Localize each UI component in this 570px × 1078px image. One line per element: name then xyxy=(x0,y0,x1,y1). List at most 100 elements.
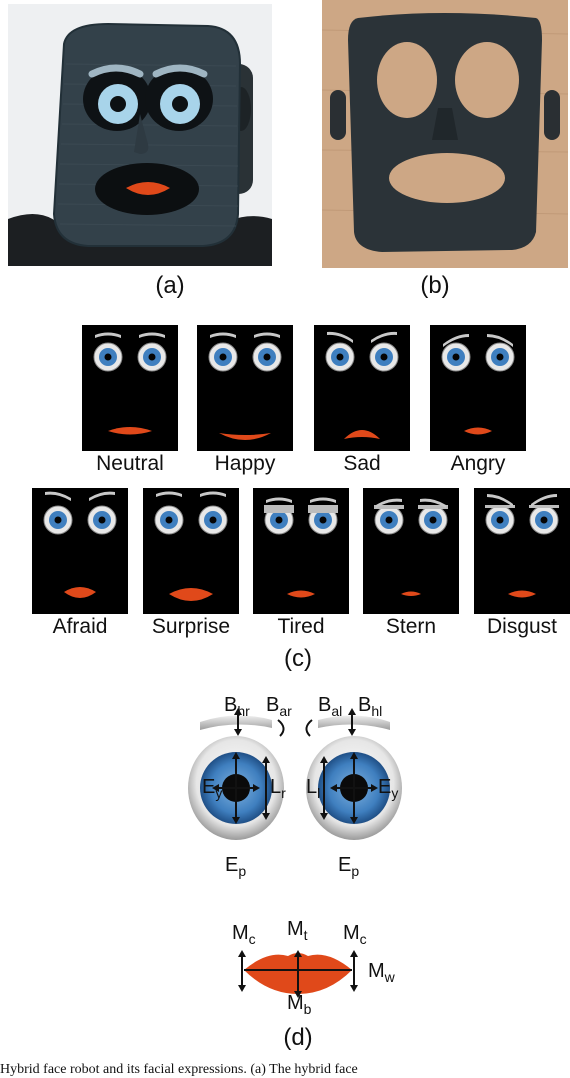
eyebrow xyxy=(95,332,121,338)
lips xyxy=(219,433,271,440)
label-m-w: Mw xyxy=(368,960,395,985)
label-m-b: Mb xyxy=(287,992,312,1017)
pupil xyxy=(336,353,344,361)
label-e-y-left: Ey xyxy=(202,776,223,801)
pupil xyxy=(275,516,283,524)
pupil xyxy=(385,516,393,524)
eyelid xyxy=(374,505,404,509)
stern-face-render xyxy=(374,498,448,596)
label-b-hl: Bhl xyxy=(358,694,383,719)
pupil xyxy=(429,516,437,524)
pupil xyxy=(319,516,327,524)
right-eye xyxy=(264,497,294,535)
right-eye xyxy=(154,491,184,535)
expression-label-stern: Stern xyxy=(385,615,437,638)
eyelid xyxy=(308,505,338,513)
caption-b: (b) xyxy=(420,272,450,299)
pupil xyxy=(380,353,388,361)
pupil xyxy=(263,353,271,361)
pupil xyxy=(148,353,156,361)
lips xyxy=(108,427,152,435)
expression-label-tired: Tired xyxy=(277,615,325,638)
eyebrow xyxy=(254,332,280,338)
pupil xyxy=(540,516,548,524)
label-b-al: Bal xyxy=(318,694,343,719)
right-eye xyxy=(93,332,123,372)
eyelid xyxy=(485,505,515,508)
lips xyxy=(344,430,380,439)
left-eye xyxy=(418,498,448,535)
label-b-ar: Bar xyxy=(266,694,292,719)
eyebrow xyxy=(420,498,446,508)
expression-label-surprise: Surprise xyxy=(151,615,231,638)
angry-face-render xyxy=(441,334,515,435)
expression-panel-disgust xyxy=(474,488,570,614)
eyebrow xyxy=(200,491,226,497)
afraid-face-render xyxy=(43,491,117,598)
eyebrow xyxy=(210,332,236,338)
surprise-face-render xyxy=(154,491,228,601)
expression-panel-surprise xyxy=(143,488,239,614)
eyebrow xyxy=(266,497,292,503)
pupil xyxy=(104,353,112,361)
caption-a: (a) xyxy=(155,272,185,299)
caption-d: (d) xyxy=(283,1024,313,1051)
happy-face-render xyxy=(208,332,282,440)
pupil xyxy=(98,516,106,524)
eyelid xyxy=(264,505,294,513)
expression-label-sad: Sad xyxy=(343,452,381,475)
right-eye xyxy=(374,498,404,535)
right-brow-shape xyxy=(200,715,272,730)
expression-label-neutral: Neutral xyxy=(96,452,164,475)
mouth-parameter-diagram xyxy=(238,950,358,998)
eyebrow xyxy=(487,494,513,507)
label-e-p-left: Ep xyxy=(225,854,247,879)
pupil xyxy=(54,516,62,524)
neutral-face-render xyxy=(93,332,167,435)
eyebrow xyxy=(156,491,182,497)
left-eye xyxy=(308,497,338,535)
label-e-p-right: Ep xyxy=(338,854,360,879)
eyebrow xyxy=(487,334,513,347)
expression-panel-neutral xyxy=(82,325,178,451)
pupil xyxy=(496,516,504,524)
expression-label-angry: Angry xyxy=(450,452,506,475)
expression-panel-happy xyxy=(197,325,293,451)
expression-label-happy: Happy xyxy=(214,452,276,475)
eyelid xyxy=(529,505,559,508)
expression-panel-tired xyxy=(253,488,349,614)
disgust-face-render xyxy=(485,494,559,598)
left-eye xyxy=(252,332,282,372)
eyebrow xyxy=(531,494,557,507)
pupil xyxy=(219,353,227,361)
label-b-hr: Bhr xyxy=(224,694,250,719)
caption-c: (c) xyxy=(284,645,312,672)
pupil xyxy=(496,353,504,361)
left-eye xyxy=(137,332,167,372)
lips xyxy=(401,591,421,596)
expression-panel-stern xyxy=(363,488,459,614)
eyebrow xyxy=(371,331,397,343)
expression-panel-afraid xyxy=(32,488,128,614)
right-eye xyxy=(208,332,238,372)
photo-face-mask xyxy=(322,0,568,268)
figure-caption: Hybrid face robot and its facial express… xyxy=(0,1062,358,1077)
eye-parameter-diagram xyxy=(188,708,402,840)
right-eye xyxy=(441,334,471,372)
pupil xyxy=(209,516,217,524)
eyelid xyxy=(418,505,448,509)
left-eye xyxy=(198,491,228,535)
face-mask-illustration xyxy=(322,0,568,268)
pupil xyxy=(452,353,460,361)
lips xyxy=(287,590,315,598)
tired-face-render xyxy=(264,497,338,598)
eyebrow xyxy=(327,331,353,343)
left-eye xyxy=(369,331,399,372)
left-eye xyxy=(485,334,515,372)
label-l-r: Lr xyxy=(270,776,286,801)
label-l-l: Ll xyxy=(306,776,321,801)
lips xyxy=(464,427,492,435)
eyebrow xyxy=(310,497,336,503)
left-brow-shape xyxy=(318,715,390,730)
eyebrow xyxy=(89,491,115,501)
